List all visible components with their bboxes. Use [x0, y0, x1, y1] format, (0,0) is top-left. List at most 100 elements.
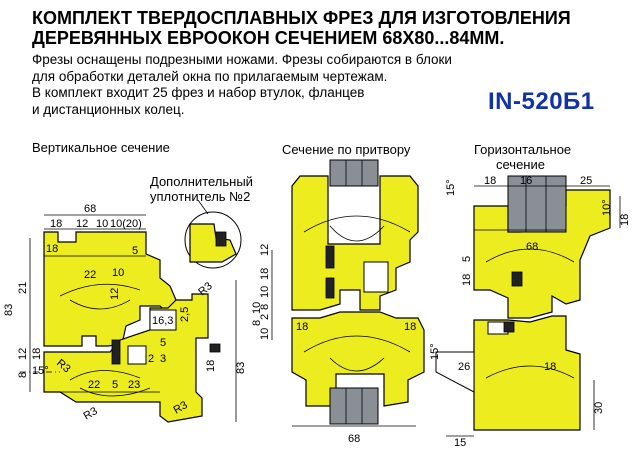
sash-glass-top: [329, 159, 379, 187]
horizontal-drip: [435, 351, 475, 393]
angle-h-15b: 15°: [429, 343, 441, 360]
section-label-vertical: Вертикальное сечение: [32, 140, 170, 155]
dim-h-68: 68: [526, 241, 538, 253]
sash-seal-2: [325, 277, 335, 299]
vertical-arc-1: [59, 283, 141, 297]
dim-v-83a: 83: [3, 304, 15, 316]
dim-v-18c: 18: [31, 348, 43, 360]
horizontal-glass: [507, 175, 567, 233]
callout-label: Дополнительный уплотнитель №2: [150, 174, 253, 204]
dim-v-12b: 12: [109, 288, 121, 300]
title-line-1: КОМПЛЕКТ ТВЕРДОСПЛАВНЫХ ФРЕЗ ДЛЯ ИЗГОТОВ…: [32, 8, 571, 28]
dim-v-23: 23: [128, 379, 140, 391]
callout-line-2: уплотнитель №2: [150, 189, 251, 204]
sash-seal-1: [325, 245, 335, 269]
dim-v-16-3: 16,3: [152, 315, 173, 327]
dim-h-15: 15: [454, 437, 466, 449]
page-title: КОМПЛЕКТ ТВЕРДОСПЛАВНЫХ ФРЕЗ ДЛЯ ИЗГОТОВ…: [32, 8, 571, 48]
dim-v-12: 12: [76, 218, 88, 230]
description-line-3: В комплект входит 25 фрез и набор втулок…: [32, 85, 365, 100]
callout-detail: [184, 199, 242, 269]
section-label-sash: Сечение по притвору: [282, 142, 411, 157]
dim-v-18d: 18: [205, 360, 217, 372]
radius-v-r3a: R3: [82, 405, 100, 422]
vertical-arc-2: [69, 299, 131, 310]
description-line-2: для обработки деталей окна по прилагаемы…: [32, 68, 388, 84]
vertical-rebate: [127, 345, 147, 365]
section-label-horizontal-line-2: сечение: [496, 157, 545, 172]
sash-section: [271, 159, 425, 427]
vertical-arc-4: [79, 387, 151, 397]
callout-line-1: Дополнительный: [150, 174, 253, 189]
section-label-horizontal: Горизонтальное сечение: [474, 142, 571, 172]
dim-v-18a: 18: [50, 218, 62, 230]
sash-lower-profile: [291, 311, 425, 407]
product-code: IN-520Б1: [488, 88, 595, 115]
horizontal-lower-profile: [473, 315, 581, 431]
dim-s-2: 2: [259, 314, 271, 320]
sash-arc-2: [329, 225, 385, 242]
dim-s-10: 10: [259, 286, 271, 298]
dim-v-18b: 18: [46, 243, 58, 255]
description-line-4: и дистанционных колец.: [32, 101, 185, 117]
dim-h-18a: 18: [484, 175, 496, 187]
dim-v-83b: 83: [235, 362, 247, 374]
vertical-bead-gap: [149, 309, 177, 331]
dim-h-16: 16: [520, 175, 532, 187]
horizontal-section: [435, 175, 621, 437]
sash-arc-3: [303, 335, 411, 353]
description: Фрезы оснащены подрезными ножами. Фрезы …: [32, 52, 452, 118]
angle-v-15: 15°: [32, 365, 49, 377]
section-label-horizontal-line-1: Горизонтальное: [474, 142, 572, 157]
dim-s-18a: 18: [259, 268, 271, 280]
angle-h-10: 10°: [601, 199, 613, 216]
dim-s-8: 8: [259, 304, 271, 310]
dim-v-12c: 12: [17, 348, 29, 360]
dim-h-30: 30: [593, 402, 605, 414]
vertical-seal-small: [209, 343, 221, 353]
vertical-section: [20, 214, 237, 423]
dim-s-12: 12: [259, 244, 271, 256]
dim-s-68: 68: [348, 433, 360, 445]
dim-v-22b: 22: [88, 379, 100, 391]
dim-v-8: 8: [17, 372, 29, 378]
horizontal-seal-1: [511, 271, 523, 287]
dim-v-21: 21: [17, 282, 29, 294]
dim-h-25: 25: [580, 175, 592, 187]
dim-s-8b: 8: [251, 320, 263, 326]
dim-v-10: 10: [96, 218, 108, 230]
callout-leader: [197, 199, 209, 215]
dim-v-3: 3: [160, 353, 166, 365]
sash-dimensions: 12 18 10 8 2 10 8 10 18 18 68: [251, 244, 416, 445]
horizontal-arc-2: [485, 365, 575, 379]
dim-v-2-5: 2,5: [179, 307, 191, 322]
dim-s-18b: 18: [296, 321, 308, 333]
dim-v-2: 2: [148, 353, 154, 365]
dim-v-22a: 22: [84, 269, 96, 281]
sash-notch: [363, 261, 389, 293]
sash-glass-bottom: [329, 387, 379, 425]
horizontal-arc-1: [485, 248, 575, 263]
dim-s-10b: 10: [251, 302, 263, 314]
dim-h-26: 26: [458, 361, 470, 373]
angle-h-15: 15°: [445, 179, 457, 196]
dim-h-18b: 18: [619, 214, 631, 226]
callout-profile: [189, 223, 237, 263]
description-line-1: Фрезы оснащены подрезными ножами. Фрезы …: [32, 52, 452, 67]
vertical-arc-3: [69, 370, 141, 381]
dim-v-68: 68: [84, 203, 96, 215]
callout-seal: [215, 231, 227, 247]
horizontal-seal-2: [503, 321, 515, 333]
sash-upper-profile: [291, 175, 419, 311]
vertical-seal: [111, 339, 121, 365]
dim-h-18d: 18: [544, 361, 556, 373]
dim-v-10-20: 10(20): [110, 218, 142, 230]
dim-s-18c: 18: [404, 321, 416, 333]
horizontal-dimensions: 15° 18 16 25 10° 18 68 5 18 15° 26 18 30…: [429, 175, 631, 449]
sash-arc-4: [329, 357, 385, 372]
dim-s-10c: 10: [259, 328, 271, 340]
sash-arc-1: [303, 215, 411, 233]
dim-v-5a: 5: [132, 245, 138, 257]
dim-v-5c: 5: [112, 379, 118, 391]
